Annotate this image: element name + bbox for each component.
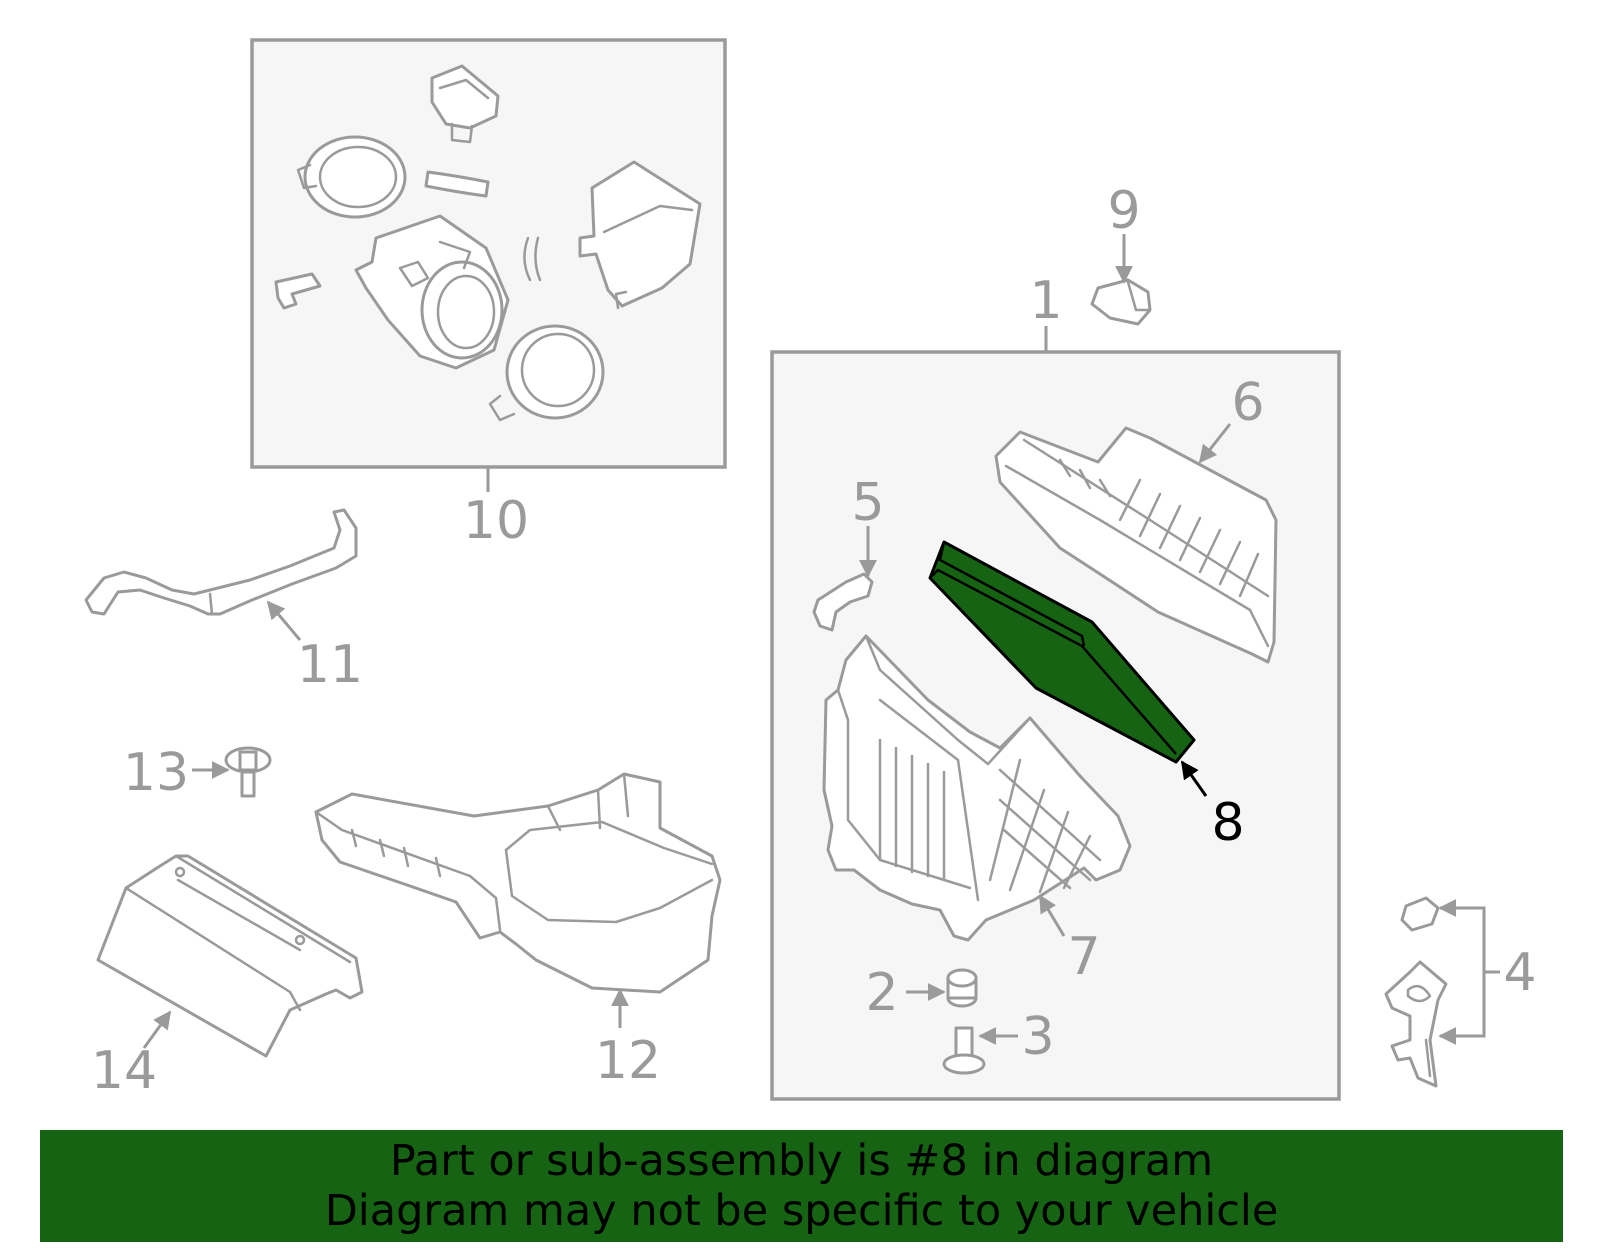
info-banner: Part or sub-assembly is #8 in diagram Di… [40, 1130, 1563, 1242]
part-6-upper-cover [994, 426, 1278, 664]
part-7-lower-housing [822, 634, 1132, 942]
part-10-components [274, 64, 702, 422]
banner-line-disclaimer: Diagram may not be specific to your vehi… [324, 1186, 1279, 1236]
callout-2: 2 [865, 963, 898, 1023]
part-12-intake-duct [314, 772, 722, 994]
callout-5: 5 [851, 473, 884, 533]
banner-line-part: Part or sub-assembly is #8 in diagram [389, 1136, 1214, 1186]
part-8-air-filter [928, 540, 1196, 764]
callout-6: 6 [1231, 373, 1264, 433]
part-13-bolt [224, 746, 272, 798]
callout-13: 13 [123, 743, 189, 803]
callout-12: 12 [595, 1031, 661, 1091]
part-3-bolt [942, 1026, 986, 1075]
part-14-duct [96, 854, 364, 1058]
callout-11: 11 [297, 635, 363, 695]
part-11-hose [84, 508, 358, 616]
part-2-grommet [946, 968, 978, 1008]
part-4-mount-bracket [1384, 896, 1448, 1088]
callout-4: 4 [1503, 943, 1536, 1003]
part-5-bracket [812, 572, 874, 632]
part-9-clip [1090, 278, 1152, 326]
callout-1: 1 [1029, 271, 1062, 331]
callout-7: 7 [1067, 927, 1100, 987]
callout-3: 3 [1021, 1007, 1054, 1067]
callout-14: 14 [91, 1041, 157, 1101]
callout-8: 8 [1211, 793, 1244, 853]
callout-10: 10 [463, 491, 529, 551]
callout-9: 9 [1107, 181, 1140, 241]
